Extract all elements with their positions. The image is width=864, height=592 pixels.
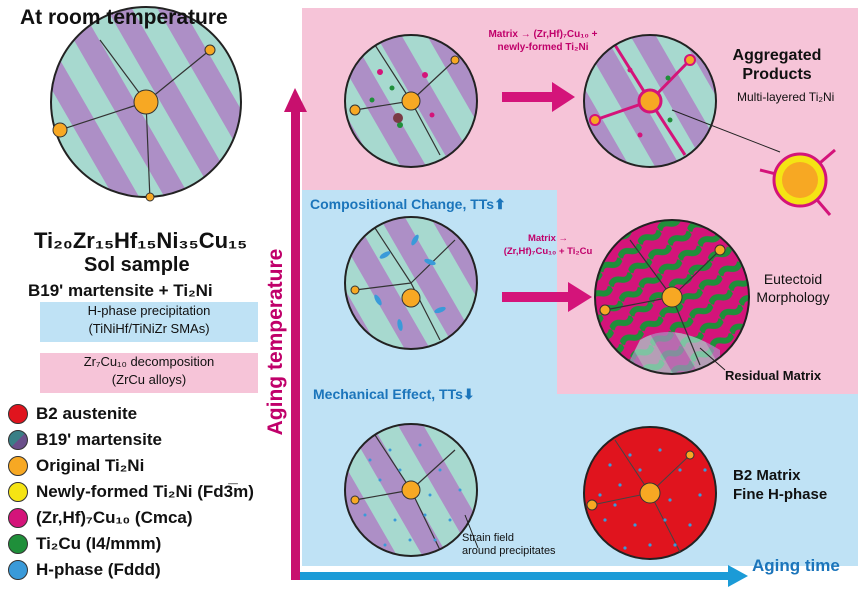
original-ti2ni-particle	[133, 89, 159, 115]
decomposition-note: Zr₇Cu₁₀ decomposition(ZrCu alloys)	[40, 353, 258, 393]
legend-item: B2 austenite	[8, 403, 137, 425]
transformation-arrow-middle	[502, 282, 592, 312]
sol-sample-microstructure	[51, 7, 241, 197]
green-circle-icon	[8, 534, 28, 554]
mechanical-effect-label: Mechanical Effect, TTs⬇	[313, 386, 475, 402]
legend-item: Ti₂Cu (I4/mmm)	[8, 533, 161, 555]
sample-label: Sol sample	[84, 254, 190, 276]
transformation-arrow-top	[502, 82, 575, 112]
x-axis-label: Aging time	[752, 556, 840, 575]
legend-item: Newly-formed Ti₂Ni (Fd3̅m)	[8, 481, 254, 503]
legend-item: B19' martensite	[8, 429, 162, 451]
h-phase-note: H-phase precipitation(TiNiHf/TiNiZr SMAs…	[40, 302, 258, 342]
middle-reaction-label: Matrix →(Zr,Hf)₇Cu₁₀ + Ti₂Cu	[503, 233, 593, 257]
split-circle-icon	[8, 430, 28, 450]
h-phase-precipitation-microstructure	[345, 217, 477, 349]
aging-temperature-axis	[284, 88, 307, 580]
top-reaction-label: Matrix → (Zr,Hf)₇Cu₁₀ +newly-formed Ti₂N…	[488, 29, 598, 53]
blue-circle-icon	[8, 560, 28, 580]
legend-item: (Zr,Hf)₇Cu₁₀ (Cmca)	[8, 507, 193, 529]
aging-time-axis	[300, 565, 748, 587]
orange-circle-icon	[8, 456, 28, 476]
multilayer-label: Multi-layered Ti₂Ni	[737, 90, 835, 104]
alloy-formula: Ti₂₀Zr₁₅Hf₁₅Ni₃₅Cu₁₅	[34, 228, 248, 253]
red-circle-icon	[8, 404, 28, 424]
legend-item: H-phase (Fddd)	[8, 559, 161, 581]
y-axis-label: Aging temperature	[264, 248, 287, 436]
multilayer-ti2ni-zoom	[759, 148, 836, 216]
compositional-change-label: Compositional Change, TTs⬆	[310, 196, 506, 212]
b2-matrix-microstructure	[583, 426, 717, 560]
yellow-circle-icon	[8, 482, 28, 502]
residual-matrix-label: Residual Matrix	[725, 368, 822, 383]
legend-item: Original Ti₂Ni	[8, 455, 144, 477]
phase-label: B19' martensite + Ti₂Ni	[28, 281, 213, 300]
magenta-circle-icon	[8, 508, 28, 528]
page-title: At room temperature	[20, 6, 228, 29]
